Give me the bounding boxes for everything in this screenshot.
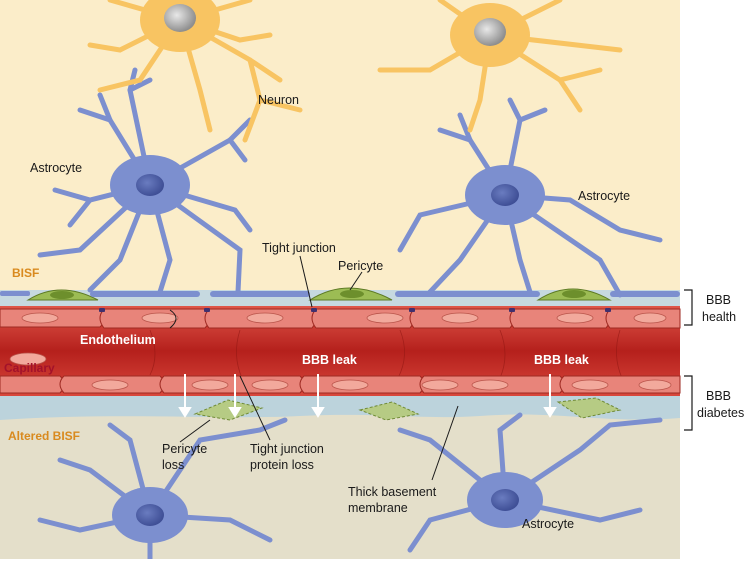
neuron-left (87, 0, 303, 143)
label-pericyte-loss-1: Pericyte (162, 442, 207, 456)
damaged-pericytes (193, 397, 622, 421)
label-bbb-diabetes-1: BBB (706, 389, 731, 403)
label-bisf: BISF (12, 266, 39, 280)
neuron-right (377, 0, 623, 133)
label-neuron: Neuron (258, 93, 299, 107)
label-capillary: Capillary (4, 361, 55, 375)
astrocyte-bottom-right (397, 412, 663, 553)
label-endothelium: Endothelium (80, 333, 156, 347)
label-pericyte-loss-2: loss (162, 458, 184, 472)
label-bbb-leak-2: BBB leak (534, 353, 589, 367)
label-altered-bisf: Altered BISF (8, 429, 80, 443)
bbb-brackets (684, 289, 693, 431)
label-astrocyte-bottom: Astrocyte (522, 517, 574, 531)
bottom-endothelial-nuclei (9, 352, 672, 391)
astrocyte-top-right (397, 97, 663, 298)
label-tj-loss-2: protein loss (250, 458, 314, 472)
label-thick-bm-2: membrane (348, 501, 408, 515)
altered-bisf-region (0, 395, 680, 559)
label-tight-junction: Tight junction (262, 241, 336, 255)
label-pericyte: Pericyte (338, 259, 383, 273)
capillary-cell-outlines (149, 329, 623, 379)
right-margin (680, 0, 750, 559)
label-bbb-leak-1: BBB leak (302, 353, 357, 367)
label-thick-bm-1: Thick basement (348, 485, 437, 499)
label-bbb-diabetes-2: diabetes (697, 406, 744, 420)
label-astrocyte-top-left: Astrocyte (30, 161, 82, 175)
astrocyte-top-left (37, 67, 253, 295)
pericyte-nuclei-top (50, 290, 586, 299)
label-bbb-health-2: health (702, 310, 736, 324)
label-astrocyte-top-right: Astrocyte (578, 189, 630, 203)
astrocyte-endfeet-top (0, 291, 680, 297)
tight-junctions (99, 308, 611, 312)
thick-basement-membrane (0, 392, 680, 420)
astrocyte-bottom-left (37, 417, 288, 562)
label-bbb-health-1: BBB (706, 293, 731, 307)
label-pointers (169, 255, 459, 481)
leak-arrows (178, 374, 557, 418)
label-tj-loss-1: Tight junction (250, 442, 324, 456)
top-endothelial-nuclei (21, 312, 667, 324)
